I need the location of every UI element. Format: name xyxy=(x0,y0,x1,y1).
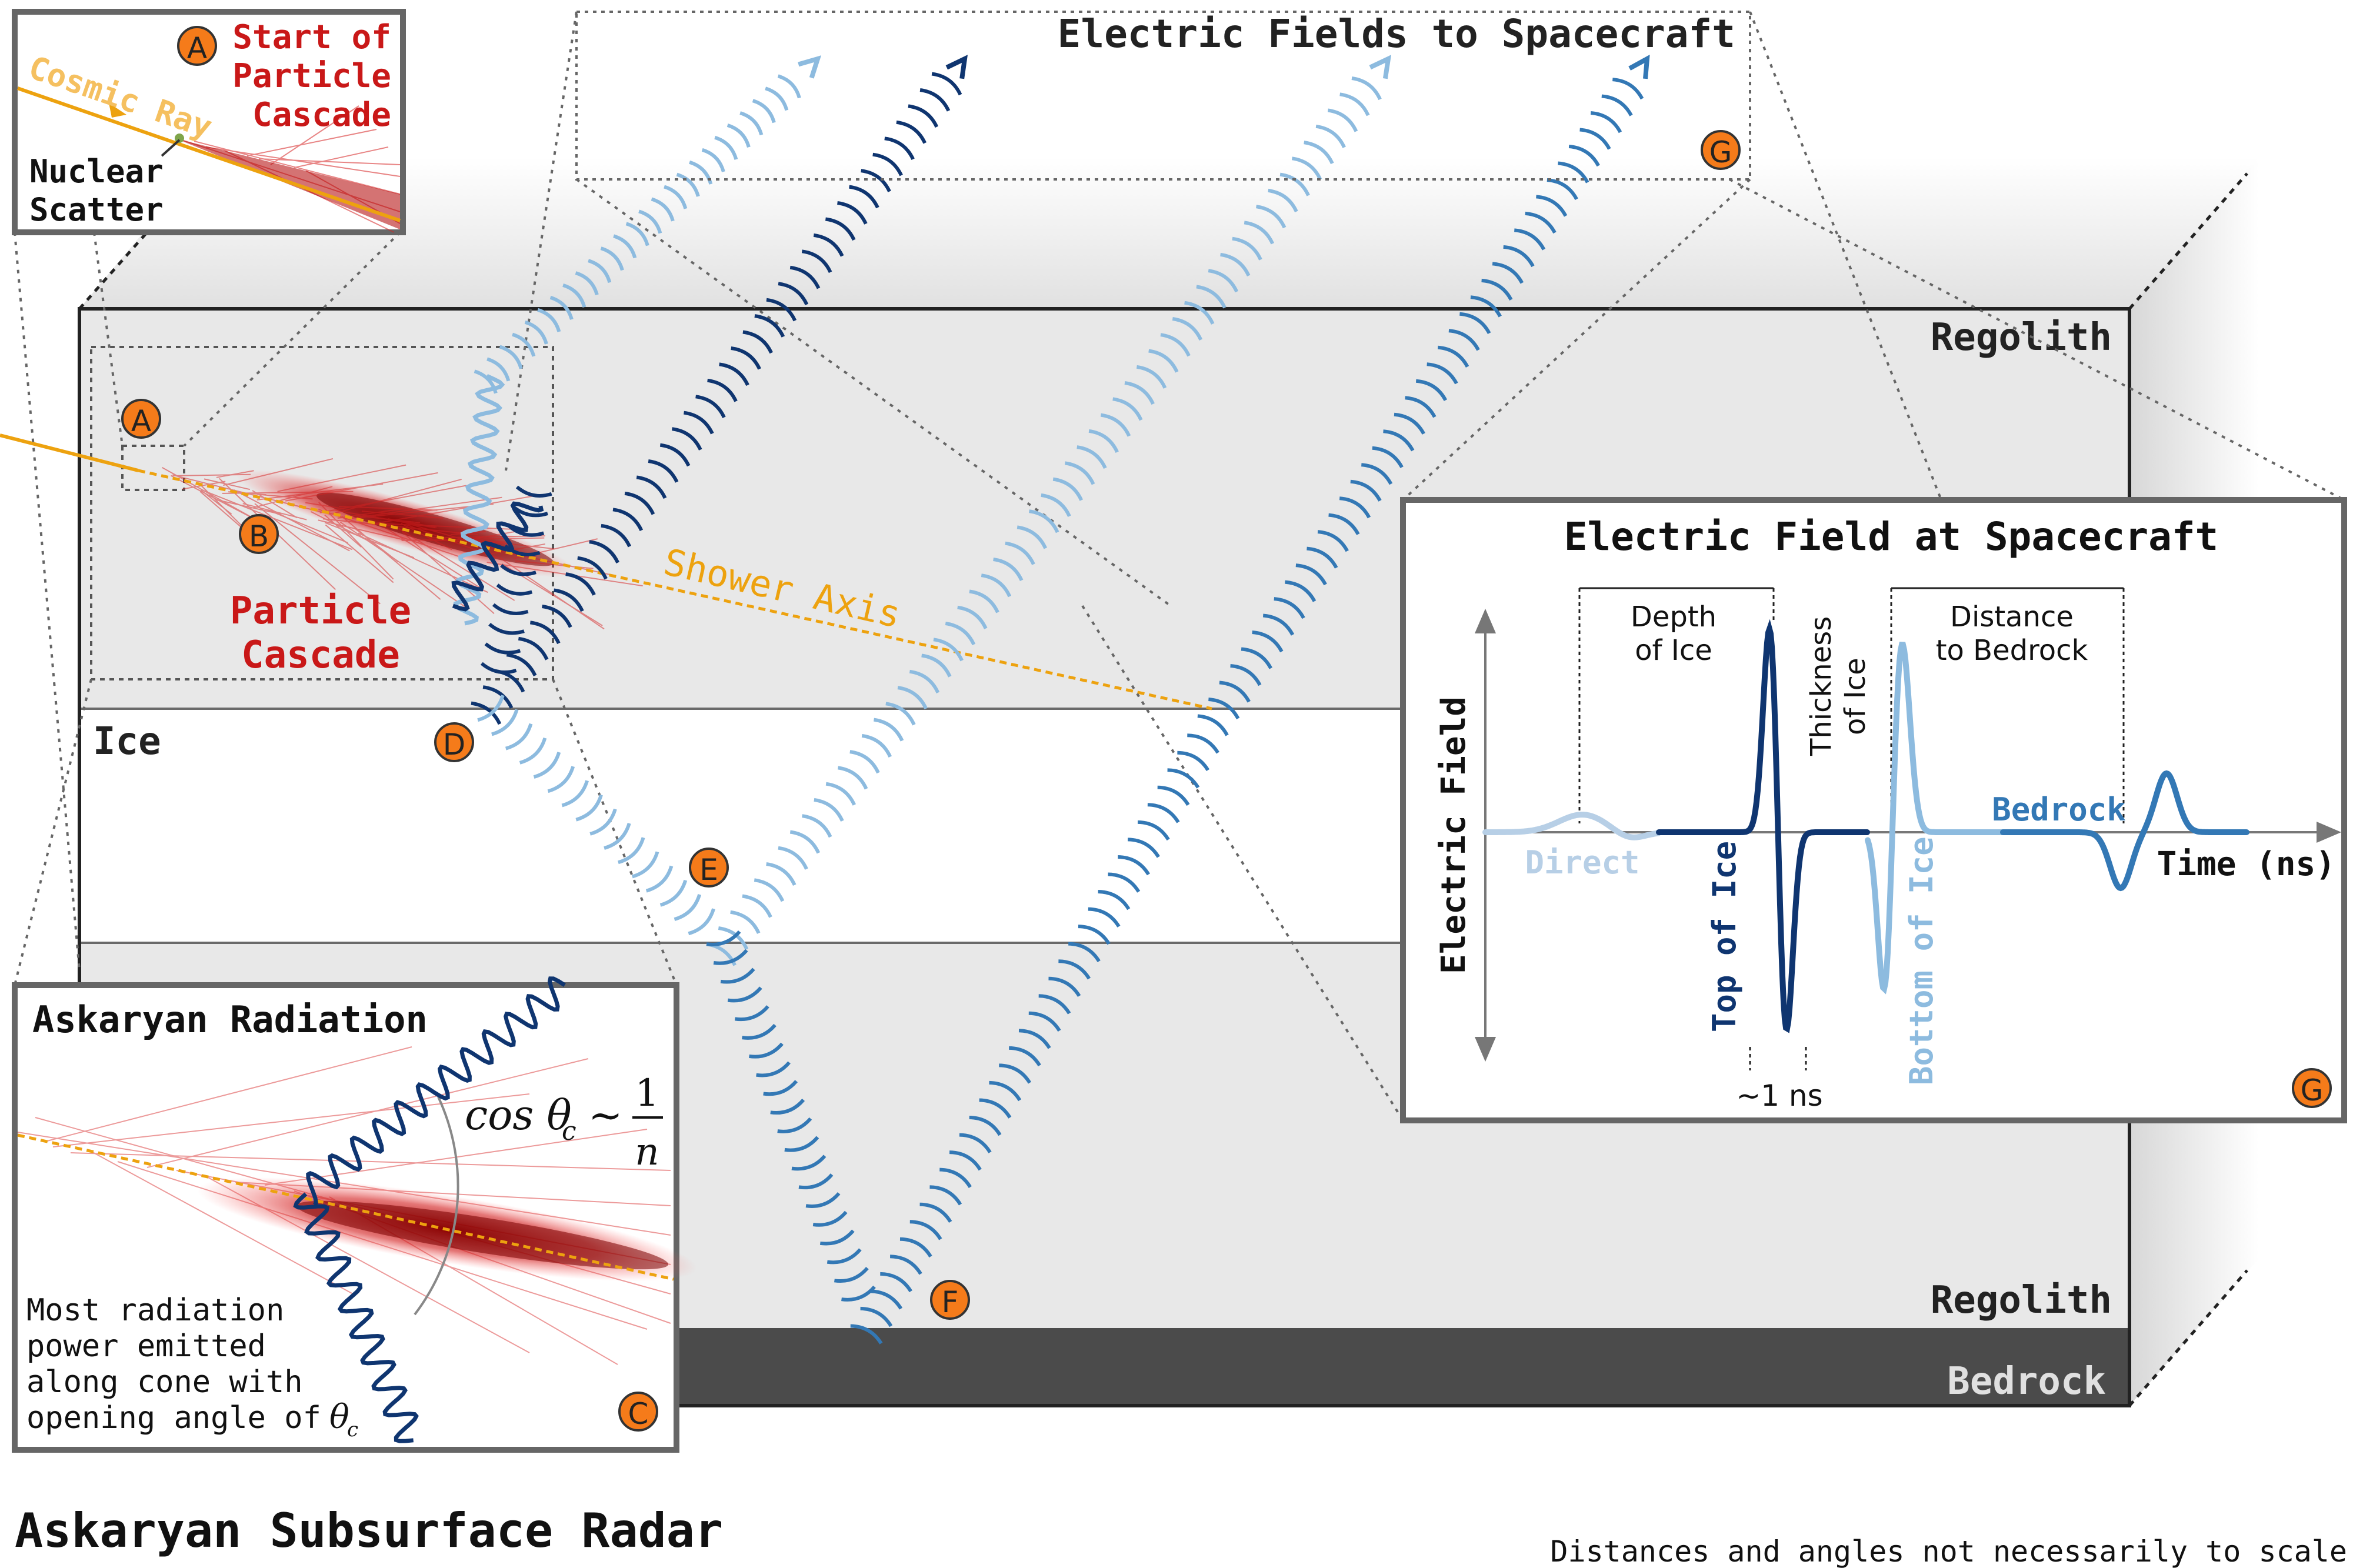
direct-label: Direct xyxy=(1525,844,1639,881)
thickness-of-ice-2: of Ice xyxy=(1839,658,1872,735)
svg-text:1: 1 xyxy=(635,1072,659,1115)
bedrock-pulse xyxy=(2000,770,2249,892)
badge-e: E xyxy=(689,848,729,888)
cascade-zoom-box xyxy=(90,346,554,680)
svg-text:~: ~ xyxy=(588,1091,623,1139)
svg-text:F: F xyxy=(942,1285,959,1319)
cone-wave-upper xyxy=(306,976,566,1206)
badge-c: C xyxy=(618,1392,658,1432)
svg-text:G: G xyxy=(1709,135,1732,169)
inset-c-caption-4: opening angle of xyxy=(26,1400,321,1436)
svg-text:E: E xyxy=(699,853,718,887)
y-axis-label: Electric Field xyxy=(1435,696,1473,974)
inset-c-caption-1: Most radiation xyxy=(26,1293,284,1328)
cone-wave-lower xyxy=(293,1192,419,1443)
svg-text:A: A xyxy=(187,31,207,65)
svg-text:C: C xyxy=(628,1397,649,1431)
particle-cascade-label-2: Cascade xyxy=(241,633,400,677)
svg-text:A: A xyxy=(131,404,151,438)
svg-text:c: c xyxy=(347,1418,358,1442)
cone-equation: cos θ c ~ 1 n xyxy=(465,1072,663,1174)
main-title: Askaryan Subsurface Radar xyxy=(15,1503,723,1558)
badge-f: F xyxy=(930,1280,970,1320)
regolith-top-label: Regolith xyxy=(1931,316,2112,359)
ice-label: Ice xyxy=(93,720,161,763)
svg-text:G: G xyxy=(2301,1073,2324,1107)
badge-g-top: G xyxy=(1701,130,1741,170)
depth-of-ice-1: Depth xyxy=(1631,600,1717,633)
svg-text:n: n xyxy=(635,1130,659,1174)
bedrock-wave-chevron xyxy=(706,54,1650,1345)
badge-a-inset: A xyxy=(177,26,217,66)
svg-text:cos θ: cos θ xyxy=(465,1091,572,1139)
inset-a-title-1: Start of xyxy=(232,18,391,56)
svg-text:θ: θ xyxy=(329,1398,349,1436)
badge-g-inset: G xyxy=(2292,1068,2332,1108)
one-ns-label: ~1 ns xyxy=(1736,1079,1822,1113)
inset-a-nuclear: Nuclear xyxy=(29,153,164,190)
footnote: Distances and angles not necessarily to … xyxy=(1550,1534,2347,1568)
thickness-of-ice-1: Thickness xyxy=(1805,616,1838,756)
svg-text:B: B xyxy=(249,519,269,553)
depth-of-ice-2: of Ice xyxy=(1635,634,1712,667)
particle-cascade-label-1: Particle xyxy=(230,589,411,633)
inset-a-scatter: Scatter xyxy=(29,191,164,228)
inset-g: Electric Field at Spacecraft Electric Fi… xyxy=(1400,497,2347,1123)
badge-d: D xyxy=(434,722,474,762)
inset-a-title-2: Particle xyxy=(232,57,391,95)
box-edge-topleft xyxy=(78,231,148,310)
bedrock-pulse-label: Bedrock xyxy=(1992,791,2126,828)
x-axis-label: Time (ns) xyxy=(2157,845,2335,883)
inset-c-caption-2: power emitted xyxy=(26,1329,266,1364)
projection-lines xyxy=(14,11,2345,1122)
cosmic-ray-line xyxy=(0,433,139,472)
bottom-of-ice-pulse xyxy=(1865,641,2006,995)
top-of-ice-pulse xyxy=(1656,619,1870,1033)
top-ice-wave-sine xyxy=(451,501,544,612)
shower-axis-line xyxy=(138,469,1212,710)
regolith-bottom-label: Regolith xyxy=(1931,1279,2112,1322)
inset-c-title: Askaryan Radiation xyxy=(32,998,428,1041)
top-box-title: Electric Fields to Spacecraft xyxy=(1058,11,1735,56)
top-box xyxy=(575,11,1751,181)
inset-c: Askaryan Radiation cos θ c ~ 1 n Most ra… xyxy=(12,982,697,1453)
top-ice-wave-chevron xyxy=(471,55,968,725)
svg-text:D: D xyxy=(443,728,466,762)
direct-pulse xyxy=(1482,812,1661,840)
direct-wave-chevron xyxy=(474,55,822,394)
badge-a-main: A xyxy=(121,399,161,439)
box-top-face xyxy=(79,158,2259,309)
inset-a-title-3: Cascade xyxy=(252,96,391,134)
top-of-ice-label: Top of Ice xyxy=(1706,841,1743,1032)
bottom-of-ice-label: Bottom of Ice xyxy=(1903,836,1940,1085)
badge-b: B xyxy=(239,514,279,554)
inset-g-title: Electric Field at Spacecraft xyxy=(1564,514,2219,559)
inset-a: Cosmic Ray Nuclear Scatter Start of Part… xyxy=(12,9,406,235)
svg-text:c: c xyxy=(562,1116,576,1146)
distance-to-bedrock-2: to Bedrock xyxy=(1936,634,2088,667)
inset-c-caption-3: along cone with xyxy=(26,1365,303,1400)
distance-to-bedrock-1: Distance xyxy=(1950,600,2074,633)
bedrock-label: Bedrock xyxy=(1947,1360,2106,1403)
